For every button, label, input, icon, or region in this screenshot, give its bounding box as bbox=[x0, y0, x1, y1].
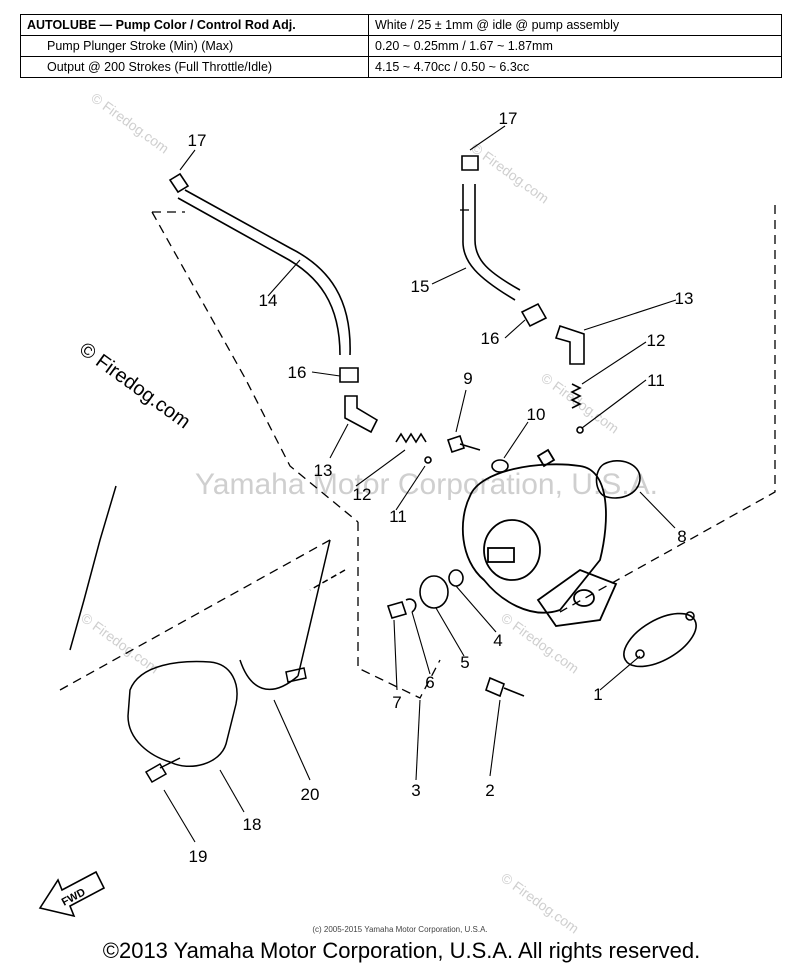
pump-cable-20 bbox=[239, 539, 331, 691]
callout-4: 4 bbox=[493, 631, 502, 650]
oil-pump-body bbox=[461, 448, 618, 627]
washer-4 bbox=[448, 569, 464, 587]
callout-16: 16 bbox=[481, 329, 500, 348]
callout-11: 11 bbox=[647, 371, 665, 390]
plate-5 bbox=[419, 575, 449, 609]
assembly-outline bbox=[59, 205, 776, 699]
cable-assembly bbox=[69, 485, 346, 784]
callout-16: 16 bbox=[288, 363, 307, 382]
cap-17-left bbox=[168, 172, 190, 194]
spec-label: AUTOLUBE — Pump Color / Control Rod Adj. bbox=[20, 14, 369, 36]
gasket-hole bbox=[635, 649, 645, 659]
washer-10 bbox=[491, 459, 509, 473]
callout-11: 11 bbox=[389, 507, 407, 526]
ball-11-right bbox=[576, 426, 584, 434]
connector-16-left bbox=[339, 367, 359, 383]
seal-8 bbox=[595, 460, 641, 499]
tee-13-left bbox=[344, 395, 379, 434]
callout-12: 12 bbox=[647, 331, 666, 350]
callout-9: 9 bbox=[463, 369, 472, 388]
firedog-watermark: © Firedog.com bbox=[498, 609, 582, 676]
callout-2: 2 bbox=[485, 781, 494, 800]
pump-cover-18 bbox=[127, 660, 238, 767]
spec-row: Output @ 200 Strokes (Full Throttle/Idle… bbox=[20, 56, 782, 78]
callout-20: 20 bbox=[301, 785, 320, 804]
spec-table: AUTOLUBE — Pump Color / Control Rod Adj.… bbox=[20, 14, 782, 78]
fwd-arrow-icon bbox=[38, 870, 106, 918]
callout-12: 12 bbox=[353, 485, 372, 504]
callout-19: 19 bbox=[189, 847, 208, 866]
connector-16-right bbox=[520, 302, 548, 328]
fitting-outlet bbox=[536, 448, 556, 468]
pump-parts bbox=[386, 434, 697, 698]
spec-label: Output @ 200 Strokes (Full Throttle/Idle… bbox=[20, 56, 369, 78]
callout-6: 6 bbox=[425, 673, 434, 692]
firedog-watermark: © Firedog.com bbox=[78, 609, 162, 676]
hose-15 bbox=[462, 184, 521, 301]
clip-6 bbox=[405, 598, 417, 613]
callouts: 17 14 16 13 12 11 17 15 16 13 12 11 9 10… bbox=[188, 109, 694, 866]
spring-12-left bbox=[395, 432, 427, 444]
pump-cable-20-end bbox=[285, 667, 307, 683]
callout-17: 17 bbox=[499, 109, 518, 128]
cap-17-right bbox=[461, 155, 479, 171]
watermarks: Yamaha Motor Corporation, U.S.A. © Fired… bbox=[78, 89, 658, 936]
nut-7 bbox=[386, 601, 408, 619]
firedog-watermark: © Firedog.com bbox=[88, 89, 172, 156]
firedog-watermark: © Firedog.com bbox=[498, 869, 582, 936]
yamaha-watermark: Yamaha Motor Corporation, U.S.A. bbox=[195, 468, 658, 501]
gasket-1 bbox=[623, 612, 697, 668]
callout-15: 15 bbox=[411, 277, 430, 296]
callout-17: 17 bbox=[188, 131, 207, 150]
firedog-watermark-main: © Firedog.com bbox=[75, 338, 194, 433]
callout-14: 14 bbox=[259, 291, 278, 310]
hose-assembly-right bbox=[461, 155, 585, 434]
bolt-19 bbox=[144, 757, 181, 784]
elbow-13-right bbox=[554, 324, 585, 365]
callout-1: 1 bbox=[593, 685, 602, 704]
firedog-watermark: © Firedog.com bbox=[468, 139, 552, 206]
callout-7: 7 bbox=[392, 693, 401, 712]
fwd-arrow: FWD bbox=[38, 870, 106, 918]
spec-value: 4.15 ~ 4.70cc / 0.50 ~ 6.3cc bbox=[368, 56, 782, 78]
callout-10: 10 bbox=[527, 405, 546, 424]
ball-11-left bbox=[424, 456, 432, 464]
callout-13: 13 bbox=[314, 461, 333, 480]
callout-3: 3 bbox=[411, 781, 420, 800]
callout-8: 8 bbox=[677, 527, 686, 546]
footer-copyright: ©2013 Yamaha Motor Corporation, U.S.A. A… bbox=[102, 938, 701, 963]
callout-5: 5 bbox=[460, 653, 469, 672]
gasket-hole bbox=[685, 611, 695, 621]
hose-14 bbox=[177, 189, 351, 356]
callout-13: 13 bbox=[675, 289, 694, 308]
spring-12-right bbox=[570, 383, 582, 409]
callout-18: 18 bbox=[243, 815, 262, 834]
small-copyright: (c) 2005-2015 Yamaha Motor Corporation, … bbox=[312, 925, 487, 934]
bolt-9 bbox=[446, 434, 481, 454]
hose-assembly-left bbox=[168, 172, 432, 464]
throttle-cable bbox=[69, 485, 117, 651]
leader-lines bbox=[163, 125, 677, 843]
bolt-2 bbox=[485, 676, 525, 698]
